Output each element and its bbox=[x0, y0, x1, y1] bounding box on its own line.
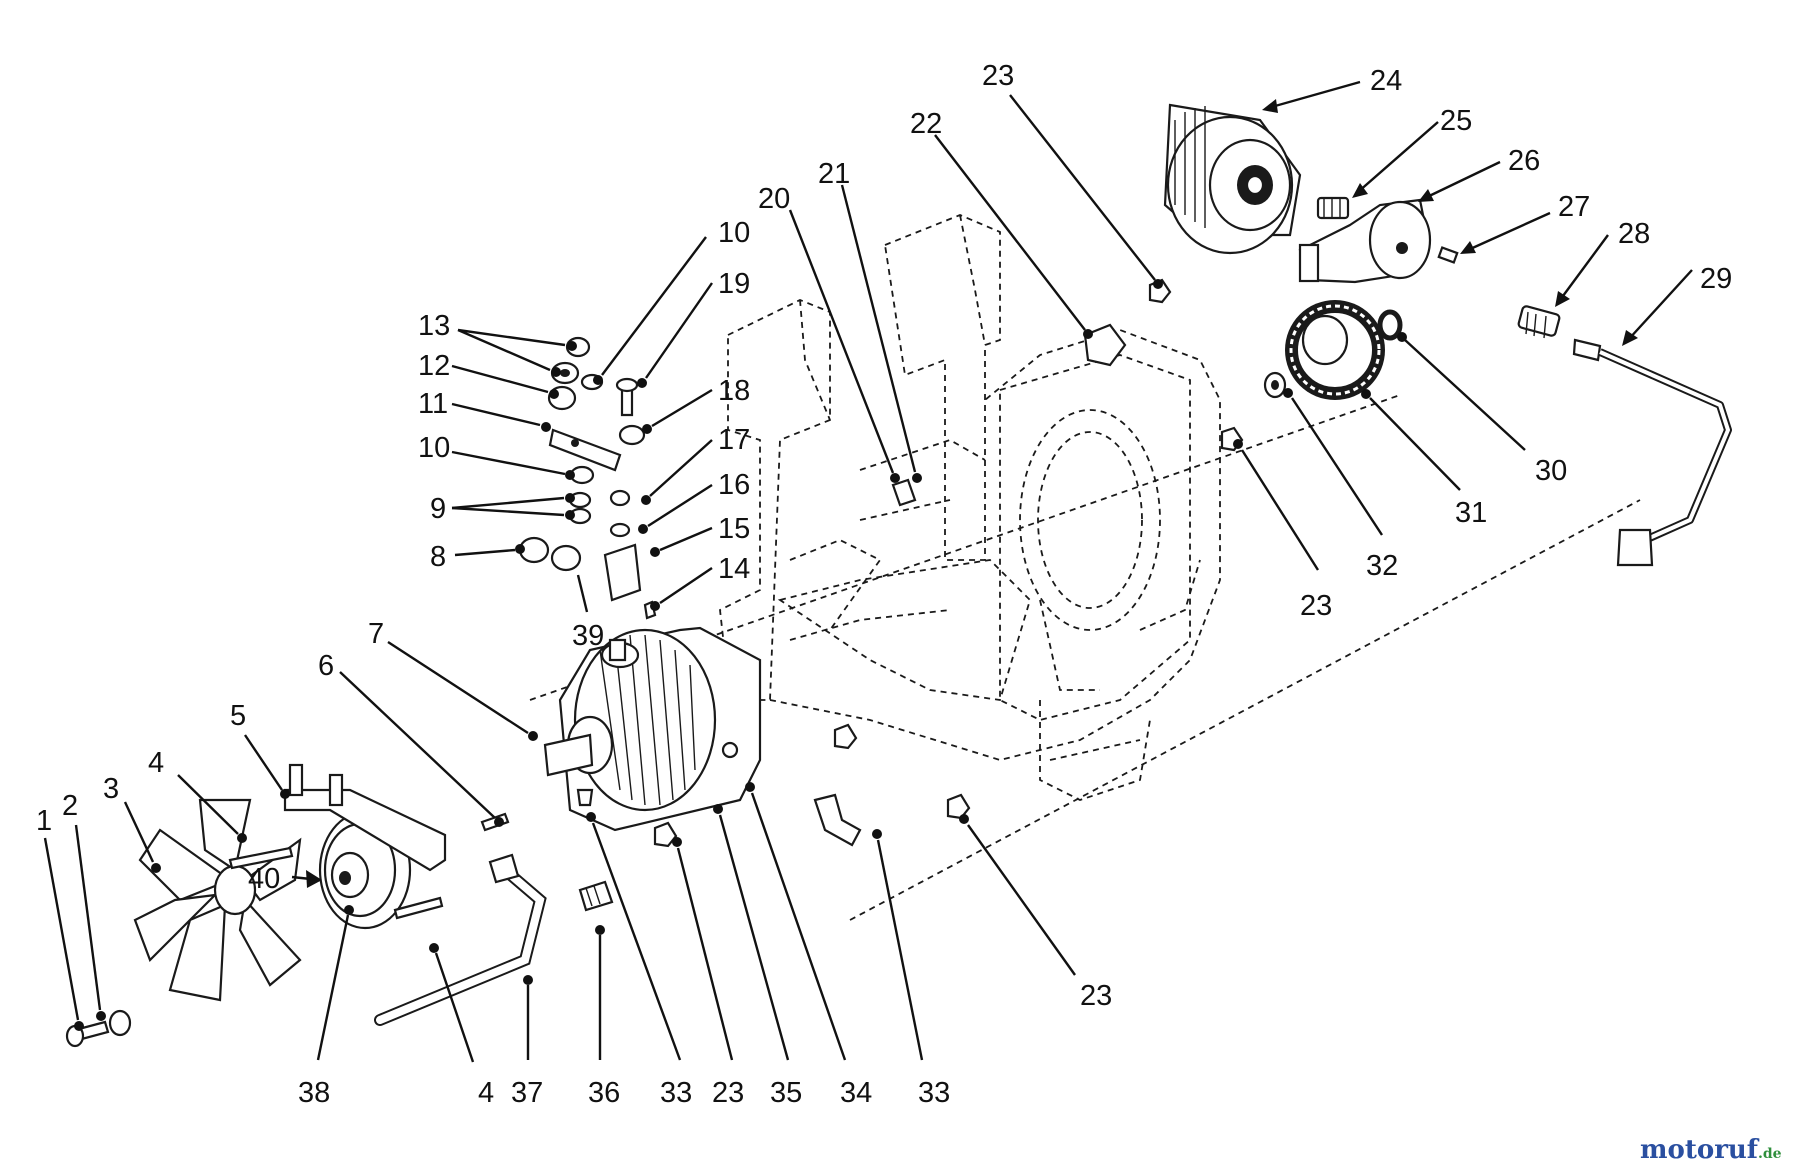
small-screw bbox=[1437, 246, 1459, 264]
label-33-left: 33 bbox=[660, 1077, 692, 1109]
label-8: 8 bbox=[430, 541, 446, 573]
label-13: 13 bbox=[418, 310, 450, 342]
label-16: 16 bbox=[718, 469, 750, 501]
label-30: 30 bbox=[1535, 455, 1567, 487]
label-15: 15 bbox=[718, 513, 750, 545]
label-18: 18 bbox=[718, 375, 750, 407]
watermark-text: motoruf bbox=[1640, 1135, 1760, 1165]
pipe-fitting bbox=[578, 880, 614, 912]
label-10-lower: 10 bbox=[418, 432, 450, 464]
label-2: 2 bbox=[62, 790, 78, 822]
label-11: 11 bbox=[418, 388, 448, 420]
engine-housing bbox=[719, 214, 1221, 801]
label-12: 12 bbox=[418, 350, 450, 382]
watermark-logo: motoruf.de bbox=[1640, 1135, 1782, 1165]
label-35: 35 bbox=[770, 1077, 802, 1109]
mounting-bracket bbox=[283, 763, 447, 872]
svg-text:motoruf.de: motoruf.de bbox=[1640, 1135, 1782, 1165]
label-33-right: 33 bbox=[918, 1077, 950, 1109]
label-14: 14 bbox=[718, 553, 750, 585]
label-27: 27 bbox=[1558, 191, 1590, 223]
label-7: 7 bbox=[368, 618, 384, 650]
oil-filter bbox=[1163, 103, 1302, 255]
label-10-top: 10 bbox=[718, 217, 750, 249]
filter-adapter-base bbox=[1298, 198, 1432, 284]
label-26: 26 bbox=[1508, 145, 1540, 177]
label-23-bottom-right: 23 bbox=[1080, 980, 1112, 1012]
oil-line bbox=[1572, 338, 1732, 567]
cooling-fan bbox=[133, 798, 302, 1002]
label-28: 28 bbox=[1618, 218, 1650, 250]
label-29: 29 bbox=[1700, 263, 1732, 295]
label-25: 25 bbox=[1440, 105, 1472, 137]
breather-tube bbox=[374, 853, 547, 1026]
hose-clip bbox=[1083, 323, 1127, 367]
label-36: 36 bbox=[588, 1077, 620, 1109]
label-37: 37 bbox=[511, 1077, 543, 1109]
bolt-set bbox=[228, 812, 510, 920]
label-40: 40 bbox=[248, 863, 280, 895]
label-32: 32 bbox=[1366, 550, 1398, 582]
oil-pressure-sender bbox=[1517, 305, 1561, 339]
elbow-fitting bbox=[813, 793, 862, 847]
leader-lines bbox=[43, 80, 1693, 1063]
watermark-suffix: .de bbox=[1758, 1146, 1782, 1162]
label-34: 34 bbox=[840, 1077, 872, 1109]
thrust-washer bbox=[1263, 371, 1287, 399]
adapter-fitting bbox=[1316, 196, 1350, 220]
part-labels: 1 2 3 4 5 6 7 8 9 10 10 11 12 13 14 15 1… bbox=[36, 60, 1732, 1109]
housing-screw bbox=[891, 478, 917, 507]
crankcase-cover bbox=[543, 626, 762, 832]
label-4-lower: 4 bbox=[478, 1077, 494, 1109]
label-17: 17 bbox=[718, 424, 750, 456]
label-23-bottom: 23 bbox=[712, 1077, 744, 1109]
label-5: 5 bbox=[230, 700, 246, 732]
label-20: 20 bbox=[758, 183, 790, 215]
label-24: 24 bbox=[1370, 65, 1402, 97]
label-38: 38 bbox=[298, 1077, 330, 1109]
label-21: 21 bbox=[818, 158, 850, 190]
label-4: 4 bbox=[148, 747, 164, 779]
retaining-ring bbox=[1377, 309, 1403, 341]
label-31: 31 bbox=[1455, 497, 1487, 529]
label-23-top: 23 bbox=[982, 60, 1014, 92]
governor-stack bbox=[518, 336, 657, 620]
oil-pump-gear bbox=[1285, 300, 1385, 400]
nut-group bbox=[653, 278, 1244, 848]
label-39: 39 bbox=[572, 620, 604, 652]
label-3: 3 bbox=[103, 773, 119, 805]
label-1: 1 bbox=[36, 805, 52, 837]
label-22: 22 bbox=[910, 108, 942, 140]
label-19: 19 bbox=[718, 268, 750, 300]
label-6: 6 bbox=[318, 650, 334, 682]
label-9: 9 bbox=[430, 493, 446, 525]
label-23-mid: 23 bbox=[1300, 590, 1332, 622]
